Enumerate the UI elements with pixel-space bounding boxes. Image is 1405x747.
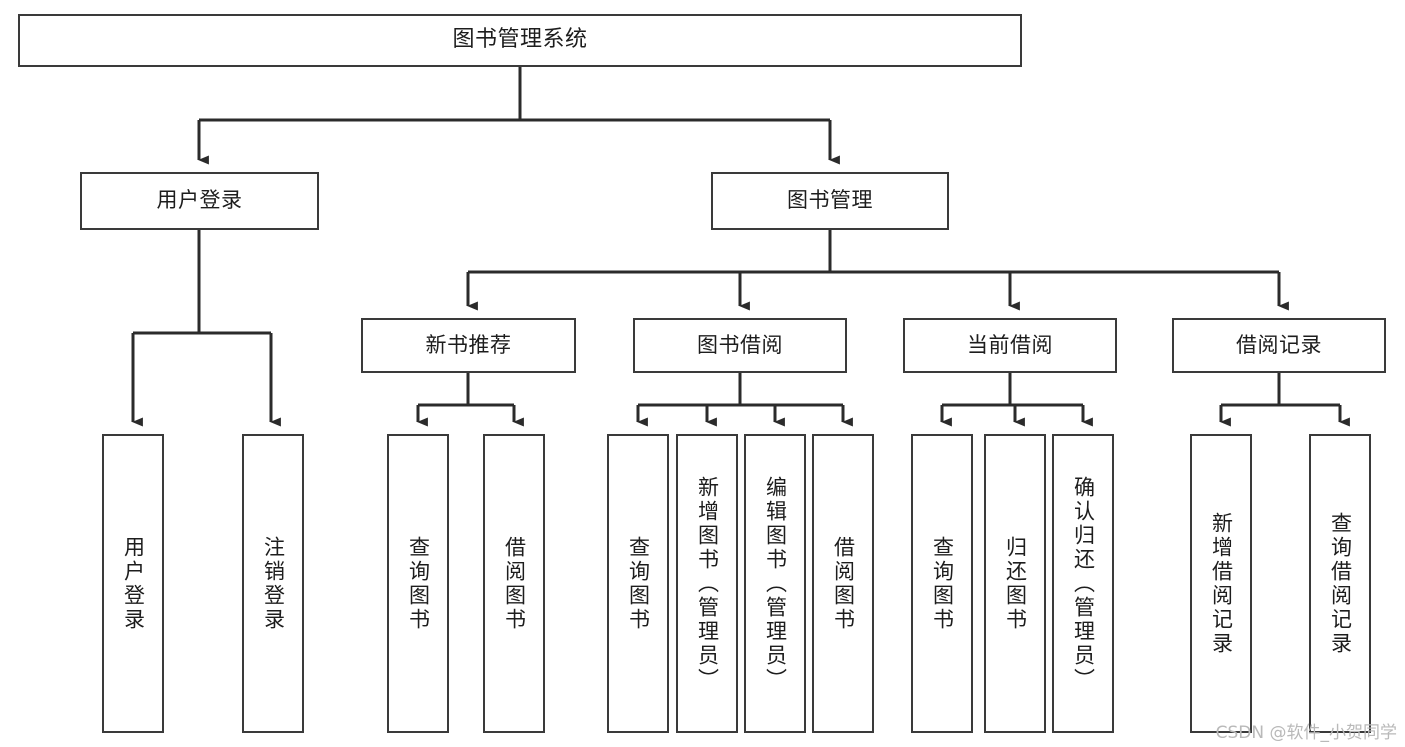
node-leaf-borrow-book-1-label: 借阅图书 [502,535,527,632]
node-root-label: 图书管理系统 [452,27,588,53]
node-leaf-query-book-1-label: 查询图书 [406,535,431,632]
node-leaf-query-book-1[interactable]: 查询图书 [387,434,449,733]
node-borrow-record-label: 借阅记录 [1236,332,1322,357]
node-leaf-query-record-label: 查询借阅记录 [1328,511,1353,656]
node-book-borrow[interactable]: 图书借阅 [633,318,847,373]
node-leaf-edit-book[interactable]: 编辑图书（管理员） [744,434,806,733]
node-borrow-record[interactable]: 借阅记录 [1172,318,1386,373]
node-user-login[interactable]: 用户登录 [80,172,319,230]
node-leaf-return-book[interactable]: 归还图书 [984,434,1046,733]
node-leaf-query-book-3[interactable]: 查询图书 [911,434,973,733]
csdn-watermark: CSDN @软件_小贺同学 [1215,723,1397,743]
node-current-borrow[interactable]: 当前借阅 [903,318,1117,373]
node-book-manage-label: 图书管理 [787,188,873,213]
node-leaf-confirm-return-label: 确认归还（管理员） [1071,475,1096,692]
node-book-borrow-label: 图书借阅 [697,332,783,357]
node-leaf-query-record[interactable]: 查询借阅记录 [1309,434,1371,733]
node-leaf-borrow-book-1[interactable]: 借阅图书 [483,434,545,733]
node-leaf-query-book-3-label: 查询图书 [930,535,955,632]
node-leaf-add-record-label: 新增借阅记录 [1209,511,1234,656]
node-leaf-add-record[interactable]: 新增借阅记录 [1190,434,1252,733]
node-user-login-label: 用户登录 [156,188,243,213]
node-new-book-recommend[interactable]: 新书推荐 [361,318,576,373]
node-leaf-user-logout-label: 注销登录 [261,535,286,632]
node-leaf-user-login[interactable]: 用户登录 [102,434,164,733]
node-leaf-query-book-2-label: 查询图书 [626,535,651,632]
node-leaf-borrow-book-2[interactable]: 借阅图书 [812,434,874,733]
node-leaf-edit-book-label: 编辑图书（管理员） [763,475,788,692]
node-book-manage[interactable]: 图书管理 [711,172,949,230]
node-leaf-query-book-2[interactable]: 查询图书 [607,434,669,733]
node-leaf-user-logout[interactable]: 注销登录 [242,434,304,733]
node-leaf-borrow-book-2-label: 借阅图书 [831,535,856,632]
node-root[interactable]: 图书管理系统 [18,14,1022,67]
node-new-book-recommend-label: 新书推荐 [425,332,512,357]
node-leaf-confirm-return[interactable]: 确认归还（管理员） [1052,434,1114,733]
node-leaf-add-book-label: 新增图书（管理员） [695,475,720,692]
node-leaf-return-book-label: 归还图书 [1003,535,1028,632]
node-leaf-add-book[interactable]: 新增图书（管理员） [676,434,738,733]
node-leaf-user-login-label: 用户登录 [121,535,146,632]
node-current-borrow-label: 当前借阅 [967,332,1053,357]
